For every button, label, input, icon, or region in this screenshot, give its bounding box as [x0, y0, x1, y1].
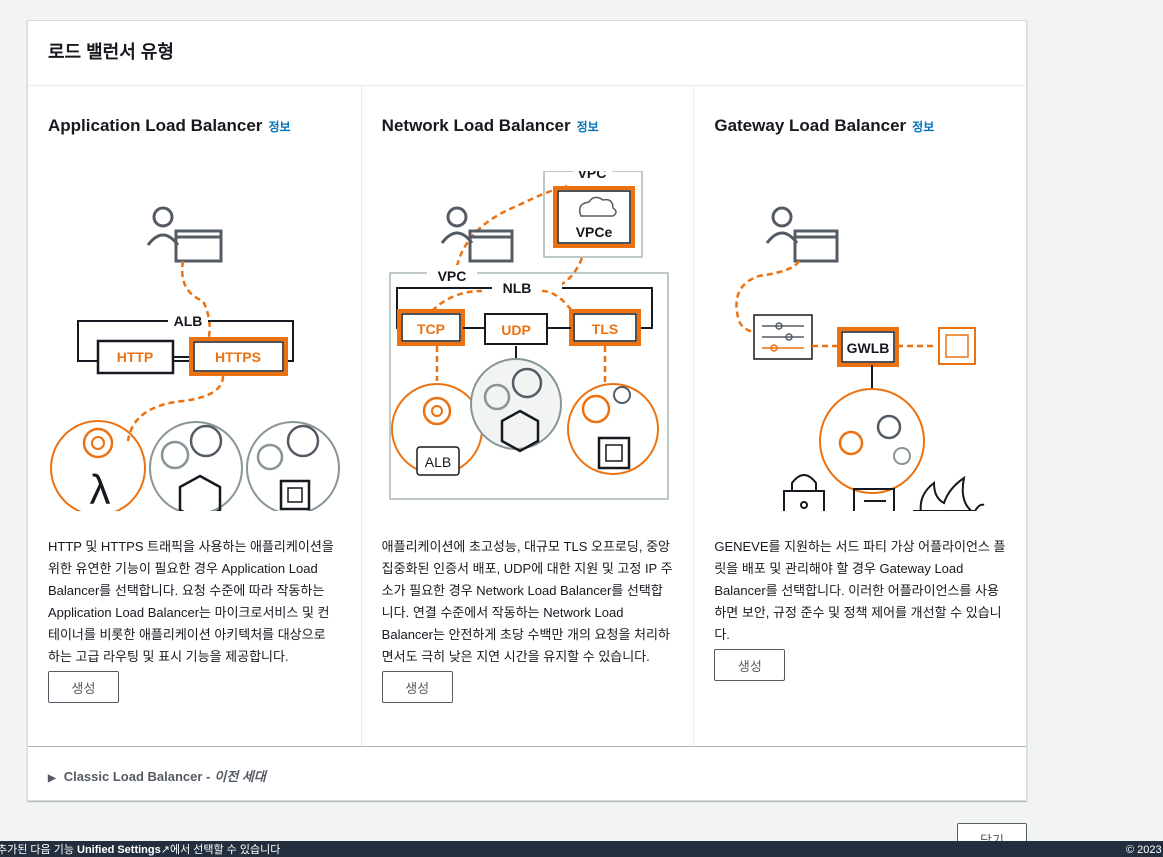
- container-icon: [178, 474, 222, 511]
- udp-label: UDP: [501, 322, 531, 338]
- tls-label: TLS: [591, 321, 617, 337]
- alb-info-link[interactable]: 정보: [268, 120, 291, 134]
- vpc-top-frame: [542, 171, 643, 258]
- unified-settings-link[interactable]: Unified Settings: [77, 844, 161, 856]
- gwlb-create-button[interactable]: 생성: [714, 649, 786, 681]
- user-icon: [766, 206, 839, 263]
- vpce-label: VPCe: [575, 224, 612, 240]
- container-icon: [500, 409, 539, 453]
- container-target-group: [469, 358, 562, 453]
- classic-load-balancer-expander[interactable]: ▶ Classic Load Balancer -이전 세대: [28, 746, 1026, 801]
- gwlb-info-link[interactable]: 정보: [912, 120, 935, 134]
- alb-target-label: ALB: [424, 454, 450, 470]
- footer-message: 추가된 다음 기능 Unified Settings↗에서 선택할 수 있습니다: [0, 844, 281, 856]
- tcp-label: TCP: [417, 321, 445, 337]
- gwlb-description: GENEVE를 지원하는 서드 파티 가상 어플라이언스 플릿을 배포 및 관리…: [714, 536, 1007, 681]
- alb-target-group: ALB: [390, 383, 483, 476]
- nlb-description: 애플리케이션에 초고성능, 대규모 TLS 오프로딩, 중앙 집중화된 인증서 …: [381, 536, 675, 703]
- user-icon: [440, 206, 514, 263]
- checklist-icon: [853, 488, 896, 511]
- chip-icon: [938, 327, 977, 365]
- gwlb-diagram: GWLB: [735, 206, 985, 511]
- nlb-diagram: VPC VPCe VPC NLB: [388, 171, 669, 500]
- alb-create-button[interactable]: 생성: [48, 671, 119, 703]
- nlb-create-button[interactable]: 생성: [381, 671, 453, 703]
- vpc-frame: [388, 272, 669, 500]
- cloud-icon: [578, 196, 617, 217]
- https-label: HTTPS: [215, 349, 261, 365]
- user-icon: [146, 206, 223, 263]
- gwlb-label: GWLB: [847, 340, 890, 356]
- vpc-label: VPC: [437, 268, 466, 284]
- lambda-target-group: λ: [50, 420, 146, 511]
- panel-title: 로드 밸런서 유형: [28, 21, 1026, 86]
- container-target-group: [149, 421, 243, 511]
- lock-icon: [783, 474, 826, 511]
- instance-target-group: [246, 421, 340, 511]
- nlb-label: NLB: [502, 280, 531, 296]
- instance-target-group: [566, 383, 659, 475]
- chip-icon: [279, 479, 311, 511]
- classic-generation: 이전 세대: [214, 769, 266, 784]
- firewall-icon: [913, 475, 985, 511]
- alb-box-label: ALB: [174, 313, 203, 329]
- nlb-info-link[interactable]: 정보: [576, 120, 599, 134]
- target-group: [819, 388, 926, 494]
- chip-icon: [597, 436, 630, 470]
- copyright: © 2023: [1126, 844, 1162, 856]
- alb-description: HTTP 및 HTTPS 트래픽을 사용하는 애플리케이션을 위한 유연한 기능…: [48, 536, 341, 703]
- alb-diagram: ALB HTTP HTTPS λ: [50, 206, 340, 511]
- lambda-icon: λ: [90, 466, 111, 511]
- footer-bar: 추가된 다음 기능 Unified Settings↗에서 선택할 수 있습니다…: [0, 841, 1163, 857]
- external-link-icon: ↗: [160, 844, 170, 856]
- vpc-top-label: VPC: [577, 171, 606, 181]
- caret-right-icon: ▶: [48, 773, 56, 784]
- http-label: HTTP: [117, 349, 154, 365]
- classic-label: Classic Load Balancer -: [63, 769, 211, 784]
